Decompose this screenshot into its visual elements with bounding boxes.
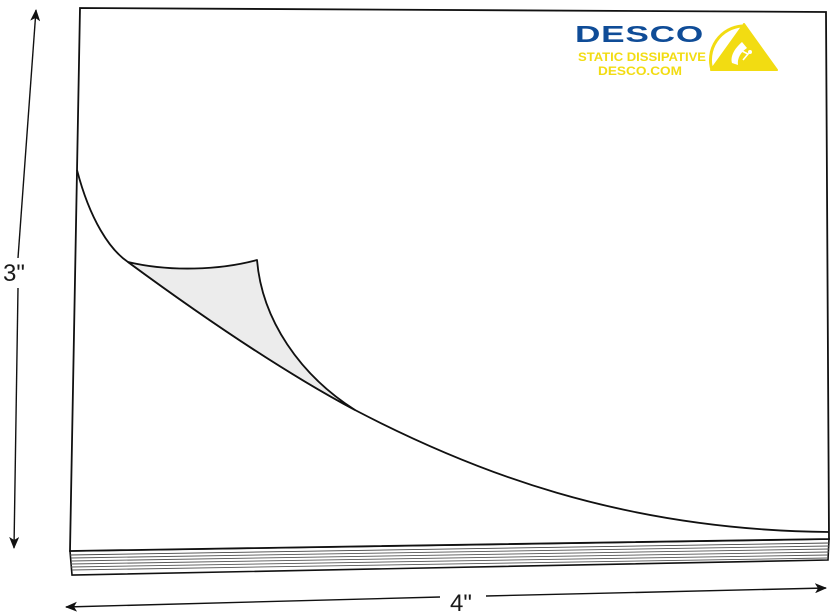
height-arrow-top (17, 9, 41, 259)
width-label: 4" (450, 590, 472, 616)
pad-edge-line (70, 545, 830, 559)
peel-curl-underside (127, 259, 356, 411)
width-arrow-right (485, 583, 827, 597)
pad-top-sheet (69, 7, 830, 552)
height-arrow-bottom (9, 287, 20, 549)
pad-edge-line (71, 557, 829, 571)
width-dimension: 4" (65, 583, 827, 616)
pad-edge-line (70, 548, 830, 562)
height-dimension: 3" (3, 9, 41, 549)
esd-susceptibility-symbol-icon (708, 23, 778, 71)
pad-edge-line (70, 554, 829, 568)
width-arrow-left (65, 596, 441, 612)
height-label: 3" (3, 260, 25, 287)
brand-tagline: STATIC DISSIPATIVE (578, 52, 706, 64)
pad-edge-line (69, 542, 830, 556)
brand-website: DESCO.COM (598, 66, 682, 78)
brand-name: DESCO (575, 21, 704, 47)
brand-logo: DESCO STATIC DISSIPATIVE DESCO.COM (575, 21, 706, 78)
pad-edge-line (70, 551, 830, 565)
